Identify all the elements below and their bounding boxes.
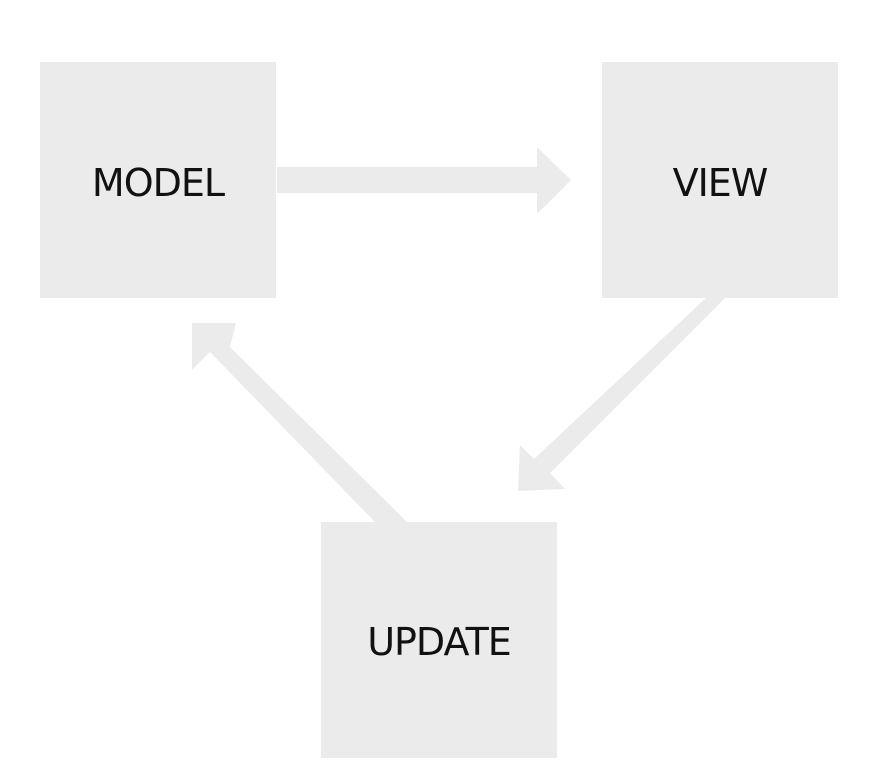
- update-box: [321, 522, 557, 758]
- view-box: [602, 62, 838, 298]
- update-label: UPDATE: [367, 620, 511, 664]
- arrow-model-to-view: [277, 147, 571, 214]
- model-box: [40, 62, 276, 298]
- arrow-view-to-update: [518, 297, 726, 491]
- model-label: MODEL: [92, 161, 225, 205]
- node-update: UPDATE: [321, 522, 557, 758]
- view-label: VIEW: [673, 161, 768, 205]
- node-model: MODEL: [40, 62, 276, 298]
- node-view: VIEW: [602, 62, 838, 298]
- arrow-update-to-model: [192, 323, 407, 522]
